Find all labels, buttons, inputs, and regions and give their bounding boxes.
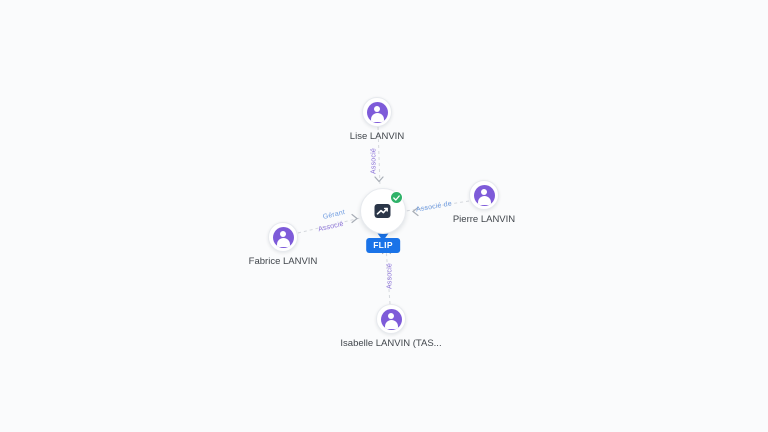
verified-check-icon bbox=[390, 191, 403, 204]
person-icon-body bbox=[477, 196, 491, 205]
person-icon-head bbox=[374, 105, 380, 112]
edge-label-associe-isabelle: Associé bbox=[386, 263, 394, 289]
edge-label-associe-lise: Associé bbox=[370, 148, 378, 174]
edge-lise-flip bbox=[377, 126, 381, 187]
arrowhead-icon bbox=[374, 176, 384, 183]
node-fabrice-lanvin[interactable]: Fabrice LANVIN bbox=[213, 222, 353, 267]
node-label: Pierre LANVIN bbox=[452, 214, 516, 225]
person-icon bbox=[366, 101, 388, 123]
node-flip-company[interactable]: FLIP bbox=[360, 188, 406, 258]
arrowhead-icon bbox=[412, 206, 419, 217]
node-label: Lise LANVIN bbox=[349, 131, 405, 142]
company-chart-icon bbox=[374, 204, 391, 218]
person-avatar bbox=[268, 222, 298, 252]
person-icon bbox=[473, 184, 495, 206]
person-icon-head bbox=[388, 312, 394, 319]
person-avatar bbox=[376, 304, 406, 334]
node-label: Isabelle LANVIN (TAS... bbox=[340, 338, 442, 349]
node-label: Fabrice LANVIN bbox=[248, 256, 318, 267]
person-avatar bbox=[362, 97, 392, 127]
node-pierre-lanvin[interactable]: Pierre LANVIN bbox=[414, 180, 554, 225]
edge-fabrice-flip bbox=[297, 217, 361, 234]
person-icon-body bbox=[384, 320, 398, 329]
person-icon-head bbox=[280, 230, 286, 237]
person-icon bbox=[272, 226, 294, 248]
person-icon-head bbox=[481, 188, 487, 195]
person-icon bbox=[380, 308, 402, 330]
node-isabelle-lanvin[interactable]: Isabelle LANVIN (TAS... bbox=[321, 304, 461, 349]
person-avatar bbox=[469, 180, 499, 210]
node-lise-lanvin[interactable]: Lise LANVIN bbox=[307, 97, 447, 142]
company-name-badge[interactable]: FLIP bbox=[366, 238, 400, 253]
person-icon-body bbox=[370, 113, 384, 122]
person-icon-body bbox=[276, 238, 290, 247]
edge-pierre-flip bbox=[405, 200, 470, 212]
arrowhead-icon bbox=[351, 213, 358, 224]
